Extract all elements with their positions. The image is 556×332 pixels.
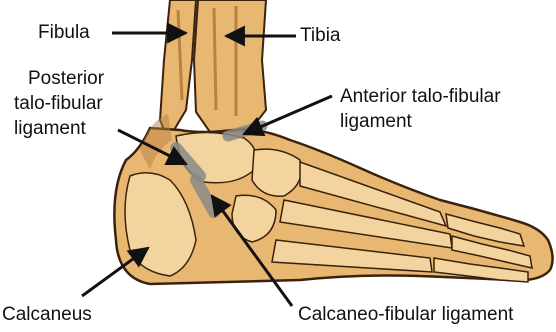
tibia-label: Tibia <box>300 25 340 47</box>
posterior-label-line2: talo-fibular <box>14 93 103 115</box>
calcaneo-fibular-label: Calcaneo-fibular ligament <box>298 304 513 326</box>
fibula-label: Fibula <box>38 22 90 44</box>
tibia-bone <box>194 0 266 132</box>
posterior-label-line3: ligament <box>14 118 86 140</box>
anterior-label-line1: Anterior talo-fibular <box>340 86 501 108</box>
calcaneus-label: Calcaneus <box>2 304 92 326</box>
anterior-label-line2: ligament <box>340 111 412 133</box>
foot-bones <box>114 114 552 284</box>
posterior-label-line1: Posterior <box>28 68 104 90</box>
